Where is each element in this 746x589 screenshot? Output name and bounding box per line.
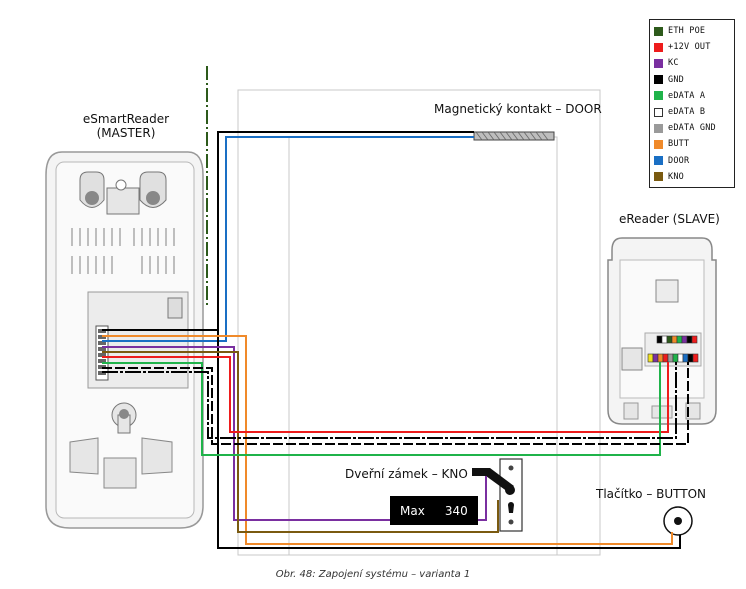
legend-swatch: [654, 91, 663, 101]
slave-title: eReader (SLAVE): [619, 212, 720, 226]
wire-butt: [102, 335, 673, 545]
legend-label: eDATA B: [668, 107, 706, 118]
max-badge: Max 340: [390, 496, 478, 525]
master-title: eSmartReader (MASTER): [66, 112, 186, 140]
wire-edata-a: [102, 362, 661, 456]
magnet-label: Magnetický kontakt – DOOR: [434, 102, 602, 116]
legend-item: BUTT: [654, 136, 734, 152]
lock-label: Dveřní zámek – KNO: [345, 467, 468, 481]
legend-swatch: [654, 156, 663, 166]
wire-kno: [102, 351, 499, 533]
legend-item: ETH POE: [654, 23, 734, 39]
door-lock: [472, 458, 523, 532]
legend-swatch: [654, 172, 663, 182]
legend-swatch: [654, 75, 663, 85]
legend-swatch: [654, 139, 663, 149]
legend-item: +12V OUT: [654, 39, 734, 55]
door-frame: [237, 89, 601, 556]
wire-gnd-magnet: [102, 329, 681, 549]
legend-label: +12V OUT: [668, 42, 711, 53]
legend-swatch: [654, 26, 663, 36]
legend-label: BUTT: [668, 139, 690, 150]
wire-kc: [102, 346, 487, 521]
master-role: (MASTER): [96, 126, 156, 140]
button-label: Tlačítko – BUTTON: [596, 487, 707, 501]
legend-label: KNO: [668, 171, 684, 182]
wire-door: [102, 136, 474, 342]
max-label: Max: [400, 503, 425, 518]
push-button: [663, 506, 693, 536]
master-name: eSmartReader: [82, 112, 170, 126]
legend-item: KC: [654, 55, 734, 71]
legend: ETH POE +12V OUT KC GND eDATA A eDATA B …: [649, 19, 735, 188]
wire-gnd-magnet-branch: [217, 131, 474, 330]
legend-swatch: [654, 123, 663, 133]
legend-label: KC: [668, 58, 679, 69]
legend-swatch: [654, 107, 663, 117]
legend-item: eDATA B: [654, 104, 734, 120]
legend-label: GND: [668, 74, 684, 85]
magnetic-contact: [473, 131, 555, 141]
ereader-device: [607, 237, 717, 425]
wire-12v: [102, 356, 669, 433]
max-value: 340: [444, 503, 468, 518]
legend-item: KNO: [654, 169, 734, 185]
legend-swatch: [654, 42, 663, 52]
legend-item: eDATA A: [654, 88, 734, 104]
legend-label: ETH POE: [668, 26, 706, 37]
legend-label: eDATA GND: [668, 123, 716, 134]
legend-item: GND: [654, 72, 734, 88]
legend-item: DOOR: [654, 153, 734, 169]
wire-edata-b: [102, 362, 689, 445]
legend-item: eDATA GND: [654, 120, 734, 136]
legend-swatch: [654, 58, 663, 68]
legend-label: DOOR: [668, 155, 690, 166]
wire-gnd-slave: [102, 362, 677, 439]
figure-caption: Obr. 48: Zapojení systému – varianta 1: [275, 569, 471, 580]
legend-label: eDATA A: [668, 90, 706, 101]
